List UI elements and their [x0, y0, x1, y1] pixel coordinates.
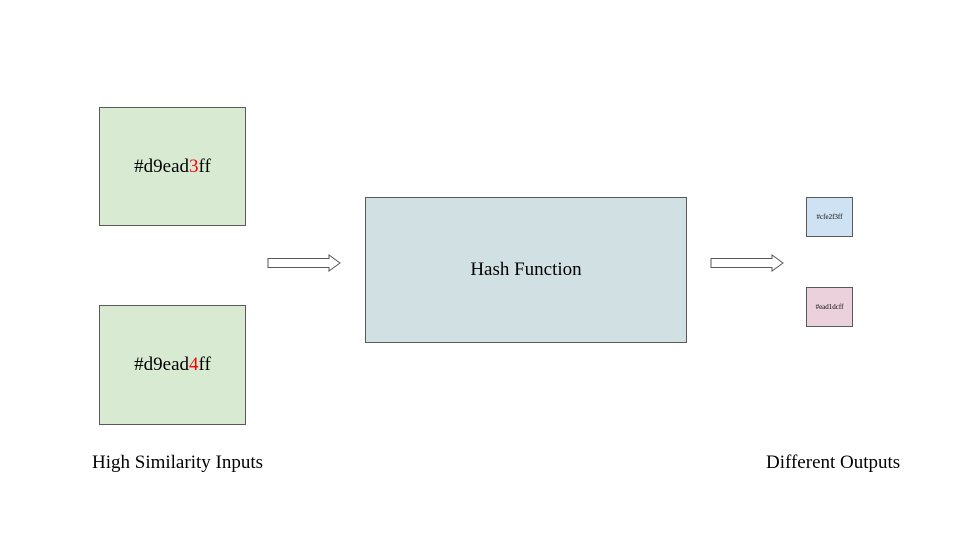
output-value-1: #cfe2f3ff: [816, 213, 843, 221]
output-value-2: #ead1dcff: [815, 303, 844, 311]
output-box-1: #cfe2f3ff: [806, 197, 853, 237]
hash-function-box: Hash Function: [365, 197, 687, 343]
arrow-input-to-hash: [267, 254, 341, 272]
arrow-hash-to-output: [710, 254, 784, 272]
input-box-2: #d9ead4ff: [99, 305, 246, 425]
caption-high-similarity-inputs: High Similarity Inputs: [92, 452, 263, 473]
caption-different-outputs: Different Outputs: [766, 452, 901, 473]
input-box-1: #d9ead3ff: [99, 107, 246, 226]
input-differing-digit-1: 3: [189, 155, 199, 177]
input-differing-digit-2: 4: [189, 354, 199, 375]
input-value-1: #d9ead3ff: [134, 155, 211, 177]
output-box-2: #ead1dcff: [806, 287, 853, 327]
input-value-2: #d9ead4ff: [134, 354, 211, 375]
hash-function-label: Hash Function: [470, 259, 582, 280]
